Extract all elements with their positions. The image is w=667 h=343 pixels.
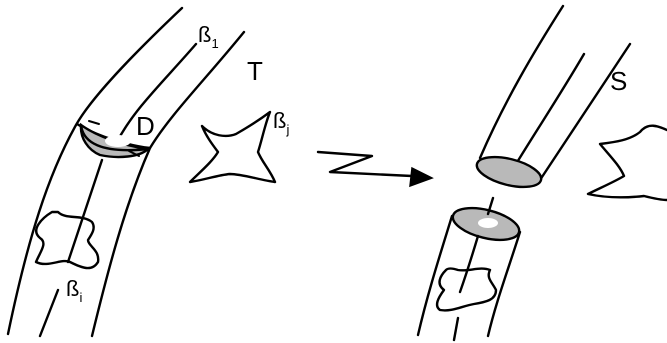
lower-tube-right-wall	[486, 230, 522, 338]
lower-tube-strand-tail	[452, 316, 460, 342]
strand-below-disk	[66, 158, 104, 264]
tube-lower-piece	[416, 196, 522, 342]
tube-T-right-wall	[90, 30, 246, 338]
lower-tube-knot	[435, 267, 498, 312]
label-beta1: ß1	[198, 22, 219, 51]
knot-beta-j-right	[586, 124, 667, 202]
disk-D-tick-right	[128, 150, 140, 157]
tube-S-right-wall	[538, 42, 632, 182]
strand-below-disk-tail	[38, 288, 60, 338]
arrow-squiggle	[316, 150, 414, 178]
label-D: D	[136, 111, 155, 141]
label-T: T	[247, 56, 263, 86]
tube-T	[6, 6, 246, 338]
disk-D-puncture	[105, 135, 131, 147]
strand-beta1-upper	[116, 42, 198, 142]
knot-beta-j	[188, 110, 277, 184]
lower-tube-puncture	[478, 218, 498, 228]
label-beta-i: ßi	[66, 276, 82, 305]
disk-D-lower-rim	[79, 123, 150, 152]
tube-S	[475, 4, 632, 189]
lower-tube-left-wall	[416, 214, 454, 337]
transformation-arrow	[316, 150, 434, 188]
tube-S-end-disk	[475, 155, 543, 189]
tube-S-strand	[514, 52, 586, 166]
tube-T-left-wall	[6, 6, 184, 336]
lower-tube-strand-top	[486, 196, 495, 216]
strand-beta-i	[34, 210, 100, 270]
lower-tube-strand	[458, 234, 480, 294]
label-beta-j: ßj	[273, 108, 289, 137]
arrow-head-icon	[409, 166, 434, 188]
disk-D-tick-left	[88, 120, 100, 125]
label-S: S	[610, 66, 627, 96]
tube-S-left-wall	[478, 4, 565, 160]
